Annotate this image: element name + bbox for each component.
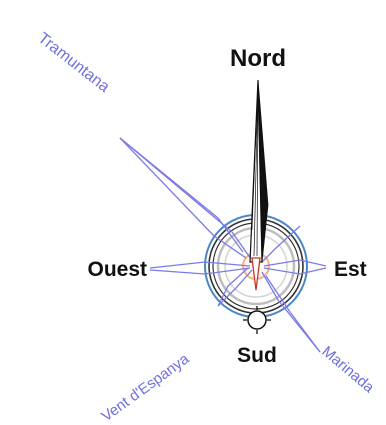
label-north: Nord <box>230 45 286 72</box>
sun-circle <box>248 311 266 329</box>
label-vent-espanya: Vent d'Espanya <box>98 350 192 425</box>
tramuntana-line-2 <box>120 138 243 252</box>
ouest-line-1 <box>150 262 250 268</box>
ouest-line-2 <box>150 268 250 274</box>
label-south: Sud <box>237 344 277 367</box>
south-sun-marker <box>243 306 271 334</box>
tramuntana-line-1 <box>120 138 256 266</box>
label-west: Ouest <box>87 258 147 281</box>
label-east: Est <box>334 258 367 281</box>
label-tramuntana: Tramuntana <box>35 30 113 96</box>
label-marinada: Marinada <box>318 343 377 397</box>
